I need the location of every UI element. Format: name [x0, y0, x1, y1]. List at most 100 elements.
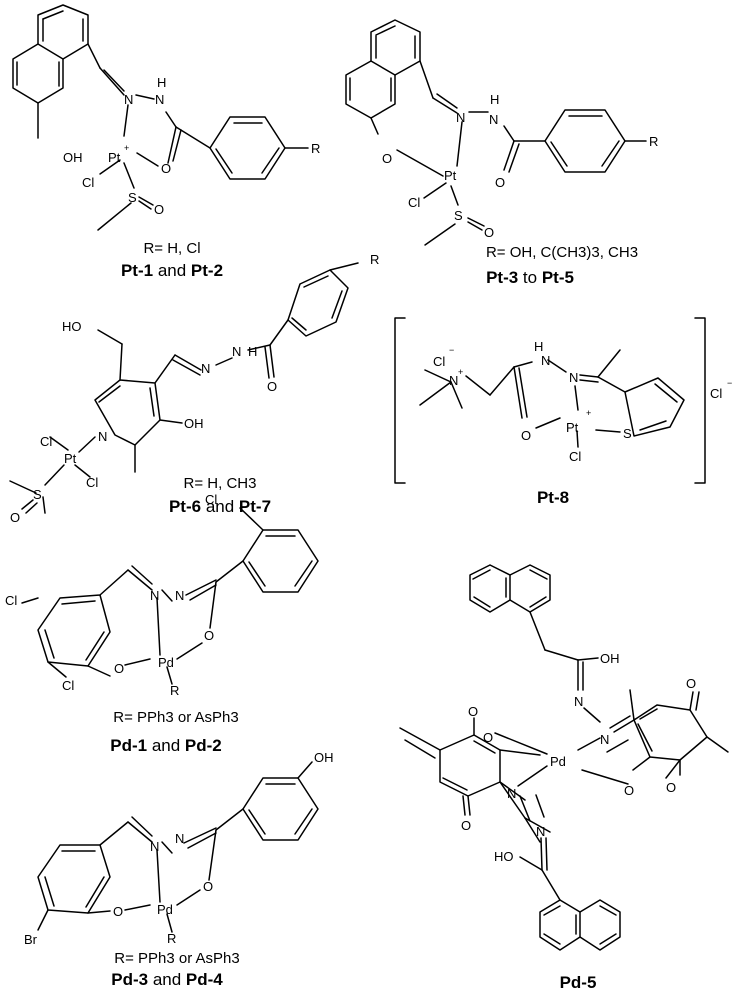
- atom-label: HO: [494, 849, 514, 864]
- atom-label: N: [536, 824, 545, 839]
- atom-label: O: [10, 510, 20, 525]
- atom-label: Pt: [64, 451, 77, 466]
- r-group-line: R= OH, C(CH3)3, CH3: [486, 244, 638, 261]
- atom-label: N: [150, 588, 159, 603]
- atom-label: R: [311, 141, 320, 156]
- atom-label: Pd: [158, 655, 174, 670]
- atom-label: H: [490, 92, 499, 107]
- atom-label: N: [201, 361, 210, 376]
- compound-id: Pt-8: [537, 488, 569, 507]
- atom-label: H: [248, 344, 257, 359]
- atom-label: O: [154, 202, 164, 217]
- atom-label: N: [124, 92, 133, 107]
- compound-id: Pt-2: [191, 261, 223, 280]
- atom-label: N: [569, 370, 578, 385]
- compound-name: Pt-8: [537, 488, 569, 507]
- atom-label: S: [33, 487, 42, 502]
- atom-label: Pt: [108, 150, 121, 165]
- atom-label: O: [382, 151, 392, 166]
- atom-label: N: [449, 373, 458, 388]
- atom-label: N: [600, 732, 609, 747]
- atom-label: N: [541, 353, 550, 368]
- atom-label: O: [468, 704, 478, 719]
- atom-label: N: [489, 112, 498, 127]
- compound-name: Pt-3 to Pt-5: [486, 268, 574, 287]
- atom-label: N: [175, 588, 184, 603]
- atom-label: H: [157, 75, 166, 90]
- atom-label: Cl: [86, 475, 98, 490]
- compound-name: Pd-5: [560, 973, 597, 992]
- compound-name: Pt-1 and Pt-2: [121, 261, 223, 280]
- atom-label: R: [170, 683, 179, 698]
- atom-label: O: [113, 904, 123, 919]
- structure-pd-1-pd-2: Cl Cl Cl N N O O Pd R R= PPh3 or AsPh3 P…: [5, 492, 319, 755]
- atom-label: OH: [600, 651, 620, 666]
- r-group-line: R= PPh3 or AsPh3: [114, 950, 240, 967]
- compound-id: Pt-6: [169, 497, 201, 516]
- atom-label: Br: [24, 932, 38, 947]
- atom-label: Cl: [5, 593, 17, 608]
- atom-label: Pd: [550, 754, 566, 769]
- atom-label: O: [666, 780, 676, 795]
- compound-name: Pd-3 and Pd-4: [111, 970, 223, 989]
- structure-pd-3-pd-4: OH N N O O Pd R Br R= PPh3 or AsPh3 Pd-3…: [24, 750, 334, 989]
- atom-label: Pt: [444, 168, 457, 183]
- charge-label: +: [124, 143, 129, 153]
- atom-label: S: [623, 426, 632, 441]
- compound-id: Pd-5: [560, 973, 597, 992]
- charge-label: +: [586, 408, 591, 418]
- atom-label: R: [370, 252, 379, 267]
- atom-label: OH: [63, 150, 83, 165]
- atom-label: O: [624, 783, 634, 798]
- atom-label: N: [507, 786, 516, 801]
- charge-label: −: [449, 345, 454, 355]
- structure-pd-5: OH N N O O O Pd N N O O O HO Pd-5: [399, 564, 729, 992]
- atom-label: O: [203, 879, 213, 894]
- atom-label: R: [649, 134, 658, 149]
- compound-id: Pt-5: [542, 268, 574, 287]
- atom-label: O: [521, 428, 531, 443]
- r-group-line: R= H, CH3: [184, 475, 257, 492]
- structure-pt-3-pt-5: O Pt N N H Cl S O O R R= OH, C(CH3)3, CH…: [345, 19, 658, 287]
- compound-id: Pt-1: [121, 261, 153, 280]
- atom-label: OH: [314, 750, 334, 765]
- structure-pt-1-pt-2: OH Pt + N N H Cl S O O R R= H, Cl Pt-1 a…: [12, 4, 320, 280]
- name-joiner: and: [201, 497, 239, 516]
- r-group-line: R= PPh3 or AsPh3: [113, 709, 239, 726]
- atom-label: OH: [184, 416, 204, 431]
- atom-label: N: [150, 839, 159, 854]
- atom-label: HO: [62, 319, 82, 334]
- name-joiner: and: [153, 261, 191, 280]
- name-joiner: and: [147, 736, 185, 755]
- charge-label: −: [727, 378, 732, 388]
- atom-label: O: [461, 818, 471, 833]
- atom-label: R: [167, 931, 176, 946]
- r-group-line: R= H, Cl: [143, 240, 200, 257]
- atom-label: N: [232, 344, 241, 359]
- name-joiner: and: [148, 970, 186, 989]
- atom-label: N: [175, 831, 184, 846]
- structure-pt-6-pt-7: HO N N N H O OH Cl Pt Cl S O R R= H, CH3…: [9, 252, 379, 525]
- atom-label: S: [454, 208, 463, 223]
- atom-label: Cl: [205, 492, 217, 507]
- atom-label: O: [686, 676, 696, 691]
- atom-label: S: [128, 190, 137, 205]
- atom-label: H: [534, 339, 543, 354]
- atom-label: Cl: [569, 449, 581, 464]
- compound-name: Pd-1 and Pd-2: [110, 736, 222, 755]
- name-joiner: to: [518, 268, 542, 287]
- atom-label: O: [204, 628, 214, 643]
- atom-label: Cl: [82, 175, 94, 190]
- atom-label: O: [484, 225, 494, 240]
- atom-label: Cl: [710, 386, 722, 401]
- compound-name: Pt-6 and Pt-7: [169, 497, 271, 516]
- atom-label: N: [574, 694, 583, 709]
- compound-id: Pd-3: [111, 970, 148, 989]
- compound-id: Pt-7: [239, 497, 271, 516]
- atom-label: O: [483, 730, 493, 745]
- atom-label: N: [456, 110, 465, 125]
- atom-label: O: [495, 175, 505, 190]
- atom-label: Cl: [433, 354, 445, 369]
- atom-label: O: [114, 661, 124, 676]
